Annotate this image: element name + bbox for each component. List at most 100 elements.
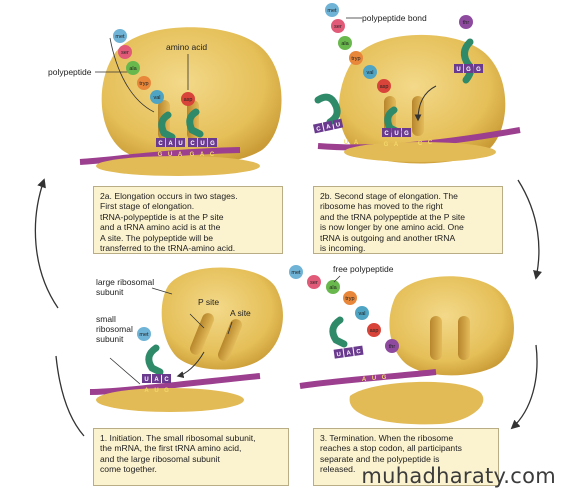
chain-2b: met ser ala tryp val asp thr <box>325 3 473 93</box>
svg-text:tryp: tryp <box>351 56 360 62</box>
mrna-strand <box>299 369 437 389</box>
svg-text:G: G <box>384 142 389 148</box>
codon: C U G <box>382 128 411 137</box>
svg-text:thr: thr <box>463 20 470 26</box>
mrna-bases: A U G <box>362 375 387 383</box>
polypeptide-pointer <box>109 37 155 113</box>
small-subunit <box>344 142 496 162</box>
label-large-subunit-2: subunit <box>96 287 124 297</box>
label-a-site: A site <box>230 308 251 318</box>
aa-met: met <box>139 332 149 338</box>
aa-asp: asp <box>184 97 193 103</box>
codon-a: C U G <box>188 138 217 147</box>
svg-text:G: G <box>476 67 481 73</box>
trna-outgoing <box>314 93 341 126</box>
trna-p <box>158 111 176 141</box>
svg-text:C: C <box>164 377 169 383</box>
svg-text:asp: asp <box>370 328 379 334</box>
panel-1: met U A C A U G large ribosomal subunit … <box>89 267 283 412</box>
svg-text:val: val <box>358 311 365 317</box>
svg-text:ala: ala <box>329 285 337 291</box>
svg-text:thr: thr <box>389 344 396 350</box>
label-polypeptide-bond: polypeptide bond <box>362 13 427 23</box>
svg-text:C: C <box>384 131 389 137</box>
svg-text:C: C <box>356 349 362 356</box>
aa-ala: ala <box>129 66 137 72</box>
arrow-left-lower <box>55 355 85 437</box>
label-p-site: P site <box>198 297 219 307</box>
codon-p: C A U <box>156 138 185 147</box>
svg-text:tryp: tryp <box>345 296 354 302</box>
label-small-subunit-3: subunit <box>96 334 124 344</box>
cycle-arrows <box>34 178 542 437</box>
svg-text:met: met <box>327 8 337 14</box>
svg-text:C: C <box>428 140 433 146</box>
aa-ser: ser <box>121 50 129 56</box>
svg-text:C: C <box>418 141 423 147</box>
arrow-right-down <box>517 179 542 280</box>
svg-text:C: C <box>316 126 322 133</box>
codon-a-2: U <box>200 141 204 147</box>
mrna-bases: G U A G A C <box>158 152 215 158</box>
mrna-strand <box>79 147 241 165</box>
caption-2b: 2b. Second stage of elongation. The ribo… <box>313 186 503 254</box>
trna-p <box>384 106 402 136</box>
codon: U A C <box>142 374 171 383</box>
watermark: muhadharaty.com <box>361 464 556 488</box>
svg-text:U: U <box>456 67 460 73</box>
arrow-right-lower <box>510 344 538 430</box>
panel-2b: C A U U G G C U G U A G A C C met ser al… <box>313 3 521 164</box>
label-amino-acid: amino acid <box>166 42 207 52</box>
svg-text:C: C <box>210 152 215 158</box>
svg-text:asp: asp <box>380 84 389 90</box>
codon-a-1: C <box>190 141 195 147</box>
svg-text:A: A <box>326 124 332 131</box>
large-subunit <box>389 276 514 376</box>
svg-text:G: G <box>158 152 163 158</box>
codon-p-1: C <box>158 141 163 147</box>
caption-2a: 2a. Elongation occurs in two stages. Fir… <box>93 186 283 254</box>
caption-1: 1. Initiation. The small ribosomal subun… <box>93 428 289 486</box>
svg-text:U: U <box>144 377 148 383</box>
outgoing-codon: C A U <box>313 118 344 134</box>
small-subunit <box>349 381 484 425</box>
trna-a <box>186 108 204 138</box>
chain-2a: met ser ala tryp val asp <box>113 29 195 106</box>
aa-met: met <box>115 34 125 40</box>
codon-p-2: A <box>168 141 173 147</box>
svg-text:val: val <box>366 70 373 76</box>
label-polypeptide: polypeptide <box>48 67 92 77</box>
small-subunit <box>96 156 260 176</box>
svg-text:ser: ser <box>310 280 318 286</box>
chain-3: met ser ala tryp val asp thr <box>289 265 399 353</box>
label-large-subunit-1: large ribosomal <box>96 277 154 287</box>
label-free-polypeptide: free polypeptide <box>333 264 394 274</box>
trna-met <box>145 344 164 376</box>
svg-text:G: G <box>164 388 169 394</box>
svg-text:A: A <box>354 140 359 146</box>
svg-text:U: U <box>335 122 340 129</box>
aa-tryp: tryp <box>139 81 148 87</box>
svg-text:A: A <box>144 388 149 394</box>
svg-text:G: G <box>382 375 387 381</box>
mrna-bases: A U G <box>144 388 169 394</box>
svg-text:U: U <box>336 352 341 359</box>
svg-text:A: A <box>394 142 399 148</box>
svg-text:G: G <box>404 131 409 137</box>
label-small-subunit-1: small <box>96 314 116 324</box>
svg-text:G: G <box>466 67 471 73</box>
svg-text:U: U <box>168 152 172 158</box>
codon-a-3: G <box>210 141 215 147</box>
mrna-strand <box>89 373 261 395</box>
caption-3: 3. Termination. When the ribosome reache… <box>313 428 499 486</box>
svg-text:A: A <box>200 152 205 158</box>
codon: U A C <box>333 345 364 359</box>
svg-text:U: U <box>344 140 348 146</box>
svg-text:U: U <box>372 376 376 382</box>
svg-text:A: A <box>154 377 159 383</box>
codon-p-3: U <box>178 141 182 147</box>
svg-text:A: A <box>346 350 352 357</box>
svg-text:ser: ser <box>334 24 342 30</box>
small-subunit <box>96 388 244 412</box>
